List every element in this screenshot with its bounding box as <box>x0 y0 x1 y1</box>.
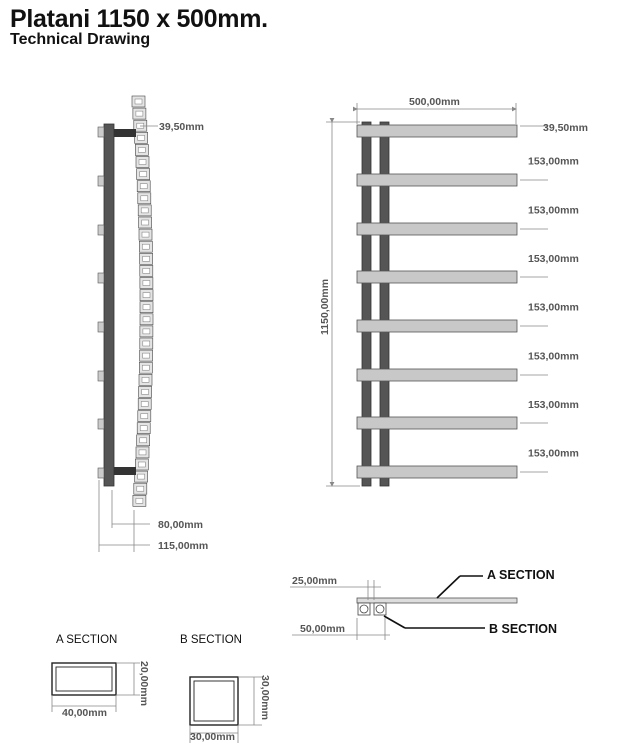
side-bar-section-inner <box>135 498 144 504</box>
section-a-height-label: 20,00mm <box>138 661 150 706</box>
side-bracket-3 <box>97 224 105 236</box>
front-spacing-label-6: 153,00mm <box>528 399 579 411</box>
side-bar-section-inner <box>142 256 150 262</box>
front-spacing-label-2: 153,00mm <box>528 205 579 217</box>
section-b-label: B SECTION <box>180 634 242 646</box>
side-bracket-4 <box>97 272 105 284</box>
side-bottom-connector <box>114 467 136 475</box>
side-bar-section-inner <box>142 304 151 310</box>
side-brackets <box>97 126 105 479</box>
top-post-right <box>373 602 387 616</box>
side-bracket-5 <box>97 321 105 333</box>
side-bar-section-inner <box>140 413 149 419</box>
side-post <box>103 123 115 487</box>
side-bracket-8 <box>97 467 105 479</box>
side-bar-section-inner <box>136 485 145 492</box>
side-bar-section-inner <box>137 473 145 480</box>
side-bar-section-inner <box>138 159 147 165</box>
front-bar-6 <box>356 368 518 382</box>
section-b-height-label: 30,00mm <box>259 675 271 720</box>
front-bar-1 <box>356 124 518 138</box>
side-bar-section-inner <box>141 219 149 226</box>
front-post-right <box>379 121 390 487</box>
front-spacing-label-5: 153,00mm <box>528 351 579 363</box>
side-bar-section-inner <box>138 449 147 456</box>
callout-b-section: B SECTION <box>489 622 557 636</box>
side-bar-section-inner <box>140 207 149 214</box>
side-view: 39,50mm 80,00mm 115,00mm <box>97 95 208 552</box>
section-a-label: A SECTION <box>56 634 117 646</box>
top-dim-b-label: 50,00mm <box>300 623 345 635</box>
side-bracket-6 <box>97 370 105 382</box>
side-bar-section-inner <box>137 135 145 141</box>
page-title: Platani 1150 x 500mm. <box>10 5 268 33</box>
top-dim-a-label: 25,00mm <box>292 575 337 587</box>
side-bar-section-inner <box>139 425 148 431</box>
side-bar-section-inner <box>140 401 149 407</box>
side-top-offset-label: 39,50mm <box>159 121 204 133</box>
section-b-width-label: 30,00mm <box>190 731 235 743</box>
front-view: 500,00mm 1150,00mm 39,50mm 153,00mm153,0… <box>319 96 588 487</box>
side-bar-section-inner <box>142 340 151 347</box>
side-bar-section-inner <box>142 364 150 371</box>
front-bar-2 <box>356 173 518 187</box>
front-bar-4 <box>356 270 518 284</box>
side-bar-section-inner <box>138 461 146 468</box>
side-bracket-2 <box>97 175 105 187</box>
side-bar-section-inner <box>142 243 150 250</box>
side-bar-section-inner <box>142 280 151 286</box>
top-bar <box>356 597 518 604</box>
front-bar-8 <box>356 465 518 479</box>
front-post-left <box>361 121 372 487</box>
side-bar-section-inner <box>140 195 149 202</box>
side-depth-inner-label: 80,00mm <box>158 519 203 531</box>
side-bar-section-inner <box>135 110 144 117</box>
page-subtitle: Technical Drawing <box>10 31 151 48</box>
side-bar-section-inner <box>142 316 151 323</box>
side-bar-section-inner <box>142 328 151 335</box>
side-bar-section-inner <box>142 352 150 359</box>
callout-a-section: A SECTION <box>487 568 555 582</box>
side-bar-section-inner <box>142 292 151 298</box>
front-bars <box>356 124 518 479</box>
side-bar-section-inner <box>134 98 143 105</box>
section-a-detail: A SECTION 20,00mm 40,00mm <box>51 634 150 719</box>
side-bar-section-inner <box>141 231 150 238</box>
front-height-label: 1150,00mm <box>319 279 331 335</box>
side-bar-section-inner <box>141 389 149 395</box>
side-bar-section-inner <box>139 171 147 177</box>
front-spacing-label-4: 153,00mm <box>528 302 579 314</box>
front-top-offset-label: 39,50mm <box>543 122 588 134</box>
front-spacing-label-7: 153,00mm <box>528 448 579 460</box>
side-bar-stack <box>131 95 154 507</box>
section-b-detail: B SECTION 30,00mm 30,00mm <box>180 634 271 743</box>
section-b-inner <box>193 680 235 722</box>
front-spacing-label-1: 153,00mm <box>528 156 579 168</box>
front-spacing-dims: 153,00mm 153,00mm 153,00mm 153,00mm 153,00mm… <box>520 156 579 473</box>
side-bracket-7 <box>97 418 105 430</box>
side-top-connector <box>114 129 136 137</box>
side-bar-section-inner <box>139 183 148 189</box>
front-spacing-label-3: 153,00mm <box>528 253 579 265</box>
front-bar-7 <box>356 416 518 430</box>
side-bar-section-inner <box>139 437 147 444</box>
side-depth-total-label: 115,00mm <box>158 540 208 552</box>
side-bar-section-inner <box>138 147 146 153</box>
side-bar-section-inner <box>141 377 150 383</box>
top-post-left <box>357 602 371 616</box>
section-a-width-label: 40,00mm <box>62 707 107 719</box>
front-bar-3 <box>356 222 518 236</box>
front-width-label: 500,00mm <box>409 96 460 108</box>
top-view: 25,00mm 50,00mm A SECTION B SECTION <box>290 568 557 640</box>
front-bar-5 <box>356 319 518 333</box>
section-a-inner <box>55 666 113 692</box>
side-bracket-1 <box>97 126 105 138</box>
side-bar-section-inner <box>142 268 151 274</box>
